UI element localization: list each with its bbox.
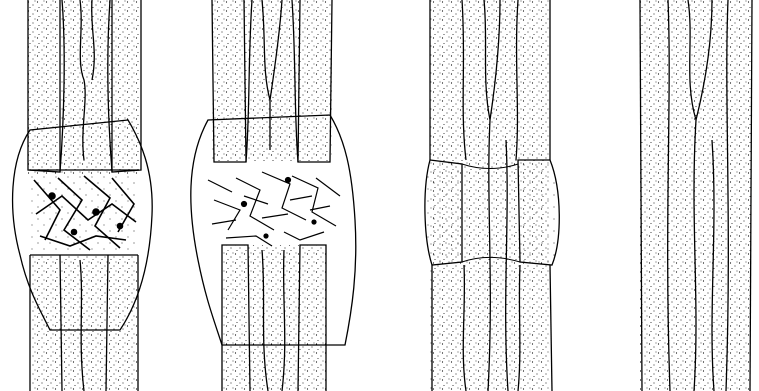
panel-bony-callus xyxy=(425,0,559,391)
panel-fibrocartilaginous-callus xyxy=(191,0,356,391)
bony-callus-right xyxy=(518,160,559,265)
granulation-tissue xyxy=(30,172,138,255)
lower-bone-fragment xyxy=(30,255,138,391)
upper-bone-fragment xyxy=(28,0,141,175)
panel-remodeled-bone xyxy=(640,0,752,391)
lower-bone-fragment xyxy=(222,245,326,391)
bony-callus-left xyxy=(425,160,462,265)
upper-bone-fragment xyxy=(212,0,332,162)
panel-hematoma-formation xyxy=(13,0,153,391)
